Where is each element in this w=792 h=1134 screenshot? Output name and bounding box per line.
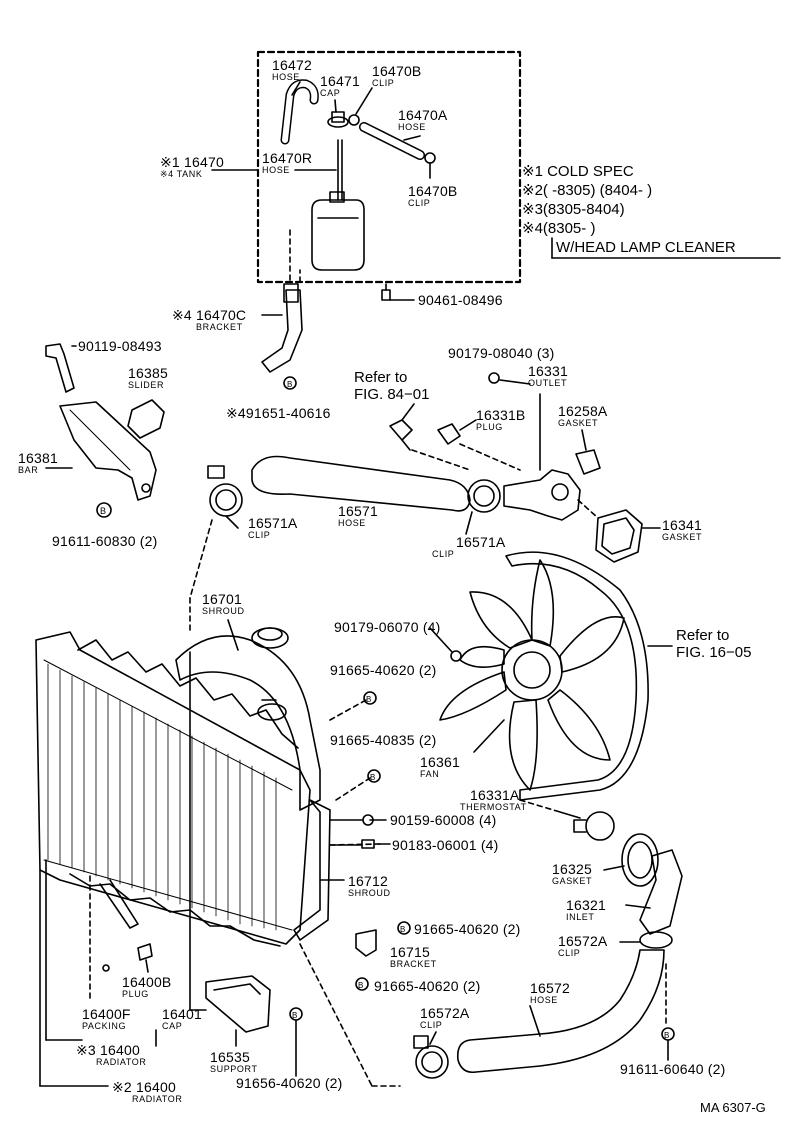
label-91665-40620-c: 91665-40620 (2) [414, 921, 521, 937]
bracket-16470C-shape [261, 289, 303, 373]
svg-text:B: B [366, 695, 371, 704]
svg-text:B: B [287, 380, 292, 389]
legend-range-3: ※3(8305-8404) [522, 201, 625, 218]
label-90179-08040: 90179-08040 (3) [448, 345, 555, 361]
svg-text:B: B [400, 925, 405, 934]
label-90183: 90183-06001 (4) [392, 837, 499, 853]
hose-16571-shape [251, 455, 471, 512]
svg-text:B: B [664, 1031, 669, 1040]
label-491651: ※491651-40616 [226, 405, 331, 421]
thermostat-16331A-shape [585, 811, 615, 841]
shroud-16701-shape [175, 635, 321, 811]
reservoir-group-box [256, 50, 522, 284]
gasket-16258A-shape [575, 449, 601, 475]
slider-16385-shape [127, 399, 165, 439]
outlet-16331-shape [503, 469, 581, 521]
label-91665-40620-d: 91665-40620 (2) [374, 978, 481, 994]
bolt-90119-shape [45, 343, 75, 393]
bracket-16715-shape [355, 929, 377, 957]
inlet-16321-shape [639, 849, 683, 935]
clip-16571A-left-shape [209, 483, 243, 517]
support-16535-shape [205, 975, 271, 1033]
gasket-16341-shape [595, 509, 643, 563]
clip-16572A-left-shape [415, 1045, 449, 1079]
label-90179-06070: 90179-06070 (4) [334, 619, 441, 635]
legend-range-4: ※4(8305- ) [522, 220, 596, 237]
label-90461: 90461-08496 [418, 292, 503, 308]
label-90159: 90159-60008 (4) [390, 812, 497, 828]
clip-16572A-right-shape [639, 931, 673, 949]
label-91611-60640: 91611-60640 (2) [620, 1061, 726, 1077]
hose-16572-shape [456, 949, 665, 1074]
svg-text:B: B [100, 506, 106, 516]
label-91665-40620-a: 91665-40620 (2) [330, 662, 437, 678]
svg-text:B: B [358, 981, 363, 990]
shroud-16712-shape [293, 799, 331, 941]
gasket-16325-shape [621, 833, 659, 887]
legend-range-2: ※2( -8305) (8404- ) [522, 182, 653, 199]
clip-16571A-right-shape [467, 479, 501, 513]
legend-head-lamp-cleaner: W/HEAD LAMP CLEANER [556, 239, 736, 256]
label-16470: ※1 16470※4 TANK [160, 154, 224, 179]
label-90119: 90119-08493 [78, 338, 162, 354]
svg-text:B: B [370, 773, 375, 782]
fan-16361-shape [439, 559, 625, 791]
cap-16471-shape [327, 116, 349, 128]
tank-16470-shape [311, 199, 365, 271]
legend: ※1 COLD SPEC ※2( -8305) (8404- ) ※3(8305… [522, 162, 736, 257]
label-91665-40835: 91665-40835 (2) [330, 732, 437, 748]
label-91656: 91656-40620 (2) [236, 1075, 343, 1091]
legend-cold-spec: ※1 COLD SPEC [522, 163, 634, 180]
bar-16381-shape [59, 401, 157, 501]
diagram-code: MA 6307-G [700, 1100, 766, 1115]
radiator-16400-shape [35, 631, 311, 945]
cap-16401-shape [251, 627, 289, 649]
svg-text:B: B [292, 1011, 297, 1020]
label-91611-60830: 91611-60830 (2) [52, 533, 158, 549]
